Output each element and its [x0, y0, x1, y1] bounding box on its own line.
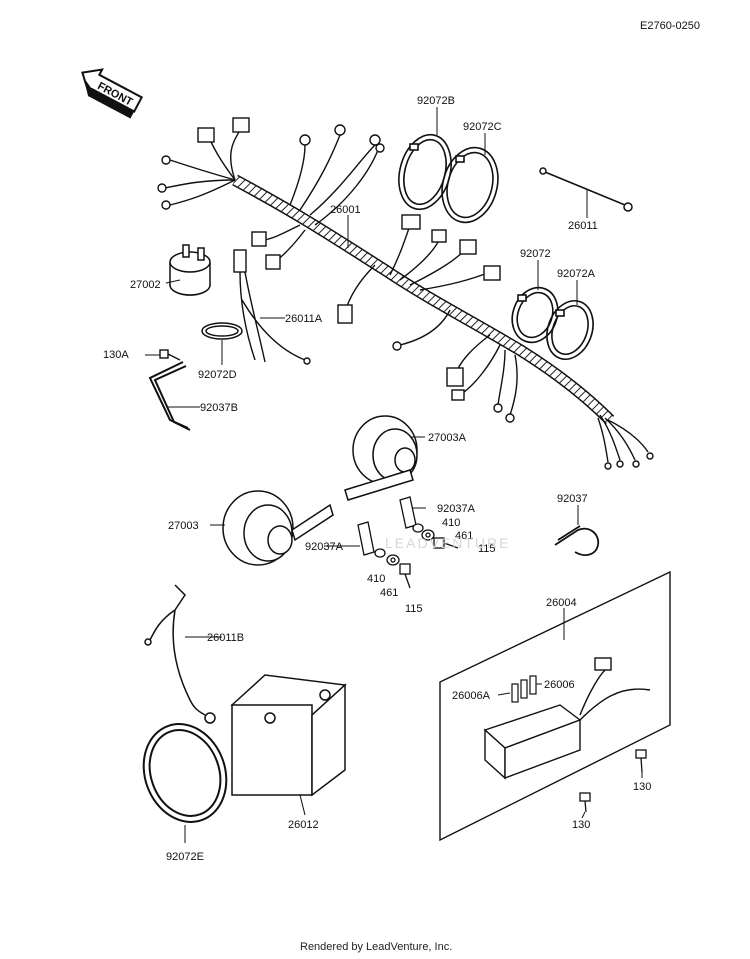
footer-credit: Rendered by LeadVenture, Inc. — [300, 941, 452, 953]
label-92037[interactable]: 92037 — [557, 493, 588, 505]
bolt-130-right[interactable] — [635, 749, 647, 773]
label-410-left[interactable]: 410 — [367, 573, 385, 585]
label-115-left[interactable]: 115 — [405, 603, 423, 615]
lead-wire-26011a[interactable] — [233, 249, 311, 365]
horn-27003a[interactable] — [344, 415, 418, 501]
clip-92037[interactable] — [554, 525, 600, 556]
label-27003[interactable]: 27003 — [168, 520, 199, 532]
leader-lines — [145, 107, 643, 843]
label-92072e[interactable]: 92072E — [166, 851, 204, 863]
bolt-130-bottom[interactable] — [579, 792, 591, 813]
label-92072[interactable]: 92072 — [520, 248, 551, 260]
label-130a[interactable]: 130A — [103, 349, 129, 361]
diagram-code: E2760-0250 — [640, 20, 700, 32]
part-labels: 92072B 92072C 26001 26011 27002 26011A 9… — [103, 95, 651, 863]
watermark: LEADVENTURE — [385, 535, 510, 551]
clamp-92072a[interactable] — [539, 294, 601, 365]
main-wiring-harness[interactable] — [157, 117, 654, 470]
clamp-92072c[interactable] — [434, 141, 506, 228]
fuse-26006[interactable] — [529, 675, 537, 695]
label-92037a-left[interactable]: 92037A — [305, 541, 344, 553]
label-92037b[interactable]: 92037B — [200, 402, 238, 414]
lead-wire-26011b[interactable] — [144, 584, 216, 724]
battery-26012[interactable] — [230, 674, 347, 797]
clamp-92072d[interactable] — [201, 322, 243, 340]
label-92072c[interactable]: 92072C — [463, 121, 502, 133]
label-27003a[interactable]: 27003A — [428, 432, 467, 444]
label-26012[interactable]: 26012 — [288, 819, 319, 831]
label-26004[interactable]: 26004 — [546, 597, 577, 609]
fuse-box-26004[interactable] — [483, 657, 651, 780]
label-130-right[interactable]: 130 — [633, 781, 651, 793]
label-26011a[interactable]: 26011A — [285, 313, 323, 325]
label-92072b[interactable]: 92072B — [417, 95, 455, 107]
washer-461-right[interactable] — [421, 529, 435, 541]
label-130-bottom[interactable]: 130 — [572, 819, 590, 831]
bolt-115-left[interactable] — [399, 563, 411, 589]
lead-wire-26011[interactable] — [539, 167, 633, 212]
bracket-92037b[interactable] — [148, 361, 191, 431]
label-461-left[interactable]: 461 — [380, 587, 398, 599]
fuse-26006a[interactable] — [511, 679, 528, 703]
label-26011[interactable]: 26011 — [568, 220, 598, 232]
washer-410-left[interactable] — [374, 548, 386, 558]
relay-27002[interactable] — [169, 244, 211, 296]
bracket-92037a-right[interactable] — [399, 496, 417, 529]
washer-461-left[interactable] — [386, 554, 400, 566]
fuse-box-panel-26004 — [439, 570, 671, 842]
label-26001[interactable]: 26001 — [330, 204, 361, 216]
label-92072d[interactable]: 92072D — [198, 369, 237, 381]
label-461-right[interactable]: 461 — [455, 530, 473, 542]
horn-27003[interactable] — [222, 490, 334, 566]
band-92072e[interactable] — [130, 712, 239, 833]
label-92072a[interactable]: 92072A — [557, 268, 596, 280]
bolt-115-right[interactable] — [433, 537, 459, 549]
label-27002[interactable]: 27002 — [130, 279, 161, 291]
clamp-92072[interactable] — [505, 281, 565, 349]
label-92037a-right[interactable]: 92037A — [437, 503, 476, 515]
label-410-right[interactable]: 410 — [442, 517, 460, 529]
label-115-right[interactable]: 115 — [478, 543, 496, 555]
washer-410-right[interactable] — [412, 523, 424, 533]
label-26011b[interactable]: 26011B — [207, 632, 244, 644]
label-26006a[interactable]: 26006A — [452, 690, 491, 702]
front-arrow-icon: FRONT — [81, 68, 144, 119]
label-26006[interactable]: 26006 — [544, 679, 575, 691]
bolt-130a[interactable] — [159, 349, 181, 361]
bracket-92037a-left[interactable] — [357, 521, 375, 556]
